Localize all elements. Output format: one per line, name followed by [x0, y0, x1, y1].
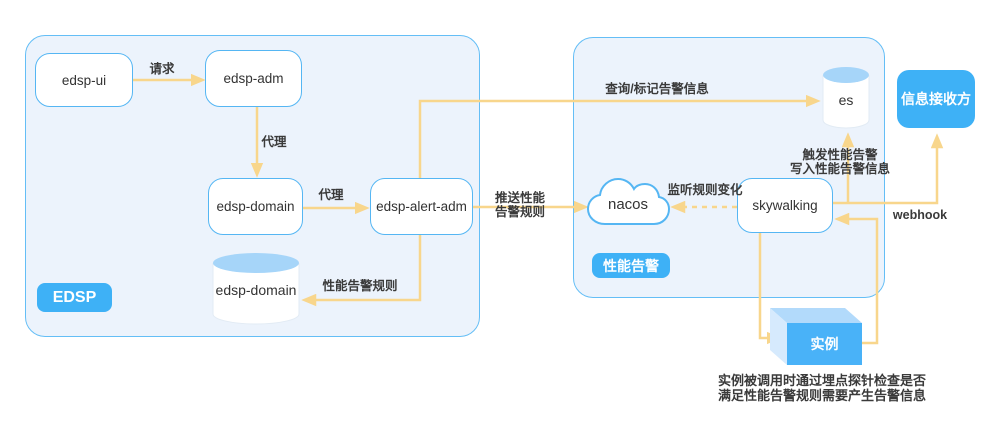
edge-label-proxy-adm: 代理 [261, 135, 287, 150]
node-skywalking: skywalking [737, 178, 833, 233]
node-message-receiver-label: 信息接收方 [901, 91, 971, 107]
edsp-group-badge: EDSP [37, 283, 112, 312]
node-skywalking-label: skywalking [752, 198, 818, 213]
node-es-label: es [838, 92, 854, 108]
edge-label-listen-change: 监听规则变化 [667, 183, 743, 198]
edge-label-proxy-domain-text: 代理 [318, 188, 344, 202]
node-edsp-alert-adm: edsp-alert-adm [370, 178, 473, 235]
node-es: es [822, 88, 870, 112]
node-instance-label: 实例 [810, 336, 839, 352]
edge-label-proxy-domain: 代理 [318, 188, 344, 203]
node-message-receiver: 信息接收方 [897, 70, 975, 128]
edge-label-perf-rule-text: 性能告警规则 [322, 279, 398, 293]
edge-label-push-rule-line2: 告警规则 [494, 204, 546, 219]
edsp-group-badge-label: EDSP [52, 288, 97, 306]
edge-label-webhook-text: webhook [892, 208, 948, 222]
node-instance: 实例 [787, 323, 862, 365]
edge-label-request: 请求 [149, 62, 175, 77]
edge-label-listen-change-text: 监听规则变化 [667, 183, 743, 197]
node-edsp-domain-db: edsp-domain [212, 278, 300, 302]
edge-label-trigger-line1: 触发性能告警 [802, 148, 878, 162]
edge-label-push-rule-line1: 推送性能 [494, 191, 546, 205]
node-nacos: nacos [596, 188, 660, 220]
performance-alert-group-badge-label: 性能告警 [603, 257, 659, 274]
edge-label-request-text: 请求 [149, 62, 175, 76]
performance-alert-group-badge: 性能告警 [592, 253, 670, 278]
edge-label-trigger: 触发性能告警 写入性能告警信息 [789, 148, 891, 177]
edge-label-trigger-line2: 写入性能告警信息 [789, 161, 891, 176]
edge-label-push-rule: 推送性能 告警规则 [494, 191, 546, 220]
instance-caption-line1: 实例被调用时通过埋点探针检查是否 [717, 373, 927, 388]
instance-caption-line2: 满足性能告警规则需要产生告警信息 [717, 388, 927, 403]
node-edsp-alert-adm-label: edsp-alert-adm [376, 199, 467, 214]
instance-caption: 实例被调用时通过埋点探针检查是否 满足性能告警规则需要产生告警信息 [718, 373, 926, 403]
node-edsp-domain: edsp-domain [208, 178, 303, 235]
edge-label-proxy-adm-text: 代理 [261, 135, 287, 149]
edge-label-query-mark: 查询/标记告警信息 [605, 82, 709, 97]
node-nacos-label: nacos [607, 195, 649, 213]
node-edsp-adm: edsp-adm [205, 50, 302, 107]
node-edsp-domain-db-label: edsp-domain [215, 282, 297, 298]
edge-label-query-mark-text: 查询/标记告警信息 [605, 82, 709, 96]
node-edsp-ui-label: edsp-ui [61, 72, 107, 88]
node-edsp-adm-label: edsp-adm [223, 71, 284, 86]
edge-label-webhook: webhook [892, 208, 948, 223]
edge-label-perf-rule: 性能告警规则 [322, 279, 398, 294]
node-edsp-domain-label: edsp-domain [216, 199, 295, 214]
node-edsp-ui: edsp-ui [35, 53, 133, 107]
